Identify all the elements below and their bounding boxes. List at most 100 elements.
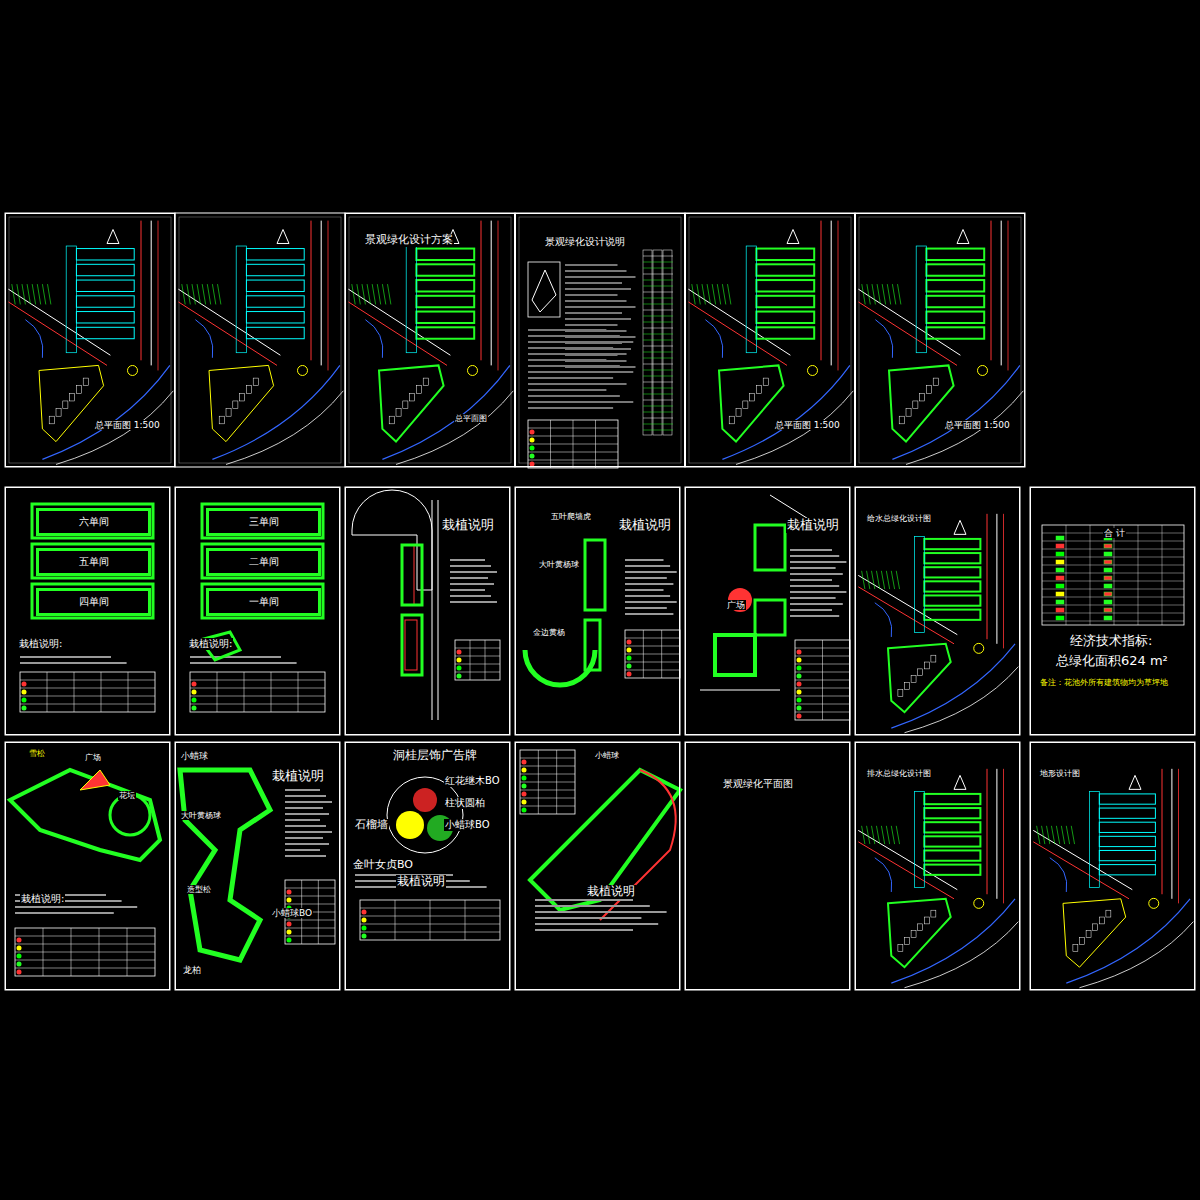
cad-line [285, 831, 332, 833]
cad-line [528, 347, 613, 349]
cad-rect [416, 296, 474, 307]
cad-line [491, 221, 492, 366]
cad-line [432, 500, 433, 720]
cad-line [1162, 769, 1163, 894]
cad-line [790, 603, 843, 605]
cad-rect [1099, 822, 1155, 832]
cad-line [862, 284, 865, 304]
cad-rect [931, 910, 936, 917]
cad-rect [226, 409, 231, 417]
cad-line [438, 500, 439, 720]
cad-rect [76, 312, 134, 323]
cad-rect [756, 386, 761, 394]
plant-symbol [522, 760, 527, 765]
cad-rect [924, 836, 980, 846]
cad-line [1033, 830, 1132, 889]
block-label: 五单间 [79, 555, 109, 569]
cad-line [1114, 525, 1115, 625]
road-curve [365, 320, 382, 358]
cad-line [32, 284, 35, 304]
shrub-group [413, 788, 437, 812]
cad-line [643, 268, 673, 269]
plant-symbol [797, 690, 802, 695]
plant-symbol [287, 890, 292, 895]
sheet-text: 小蜡球BO [444, 819, 491, 831]
cad-line [996, 514, 997, 644]
roundabout [1149, 898, 1159, 908]
cad-line [565, 264, 618, 266]
cad-rect [898, 689, 903, 696]
cad-line [535, 929, 633, 931]
cad-rect [15, 928, 155, 976]
road-curve [42, 365, 169, 459]
cad-rect [743, 401, 748, 409]
cad-line [1171, 769, 1172, 899]
cad-rect [1056, 616, 1064, 620]
plant-symbol [17, 962, 22, 967]
sheet-text: 栽植说明 [586, 885, 636, 899]
cad-rect [905, 683, 910, 690]
cad-rect [246, 280, 304, 291]
drawing-sheet: 栽植说明 [345, 487, 510, 735]
cad-line [244, 672, 245, 712]
cad-line [643, 262, 673, 263]
cad-line [565, 288, 631, 290]
cad-rect [1099, 836, 1155, 846]
sheet-text: 栽植说明 [441, 518, 495, 533]
cad-line [987, 769, 988, 894]
cad-rect [423, 378, 428, 386]
sheet-text: 景观绿化设计方案 [364, 234, 454, 247]
cad-rect [756, 264, 814, 275]
cad-line [20, 704, 155, 705]
cad-line [573, 420, 574, 468]
sheet-text: 景观绿化平面图 [722, 778, 794, 790]
road-curve [1066, 899, 1190, 983]
cad-line [20, 688, 155, 689]
cad-line [697, 284, 700, 304]
cad-line [218, 284, 221, 304]
cad-line [1042, 597, 1184, 598]
north-arrow [107, 229, 119, 243]
cad-rect [914, 537, 924, 633]
cad-rect [515, 742, 680, 990]
plant-symbol [17, 938, 22, 943]
cad-line [625, 565, 670, 567]
cad-rect [924, 581, 980, 591]
cad-line [643, 418, 673, 419]
cad-rect [933, 378, 938, 386]
cad-line [538, 750, 539, 814]
cad-line [643, 298, 673, 299]
plant-symbol [627, 656, 632, 661]
cad-line [643, 274, 673, 275]
cad-line [643, 412, 673, 413]
cad-rect [246, 264, 304, 275]
cad-rect [1104, 616, 1112, 620]
sheet-text: 栽植说明 [271, 769, 325, 784]
cad-line [455, 648, 500, 649]
cad-rect [1056, 584, 1064, 588]
cad-line [821, 221, 822, 361]
cad-line [22, 284, 25, 304]
cad-line [528, 395, 620, 397]
cad-line [382, 284, 385, 304]
cad-rect [76, 280, 134, 291]
plant-symbol [362, 926, 367, 931]
cad-line [285, 928, 335, 929]
cad-rect [1104, 560, 1112, 564]
sheet-text: 龙柏 [182, 965, 202, 975]
cad-line [872, 826, 875, 844]
plant-symbol [522, 768, 527, 773]
cad-rect [32, 584, 153, 618]
cad-rect [515, 213, 685, 467]
cad-line [15, 912, 114, 914]
cad-line [643, 394, 673, 395]
cad-line [625, 607, 667, 609]
cad-line [896, 826, 899, 844]
cad-line [887, 284, 890, 304]
cad-rect [1056, 552, 1064, 556]
cad-line [450, 559, 485, 561]
cad-line [528, 341, 633, 343]
cad-line [47, 672, 48, 712]
cad-line [790, 549, 832, 551]
plant-symbol [192, 706, 197, 711]
